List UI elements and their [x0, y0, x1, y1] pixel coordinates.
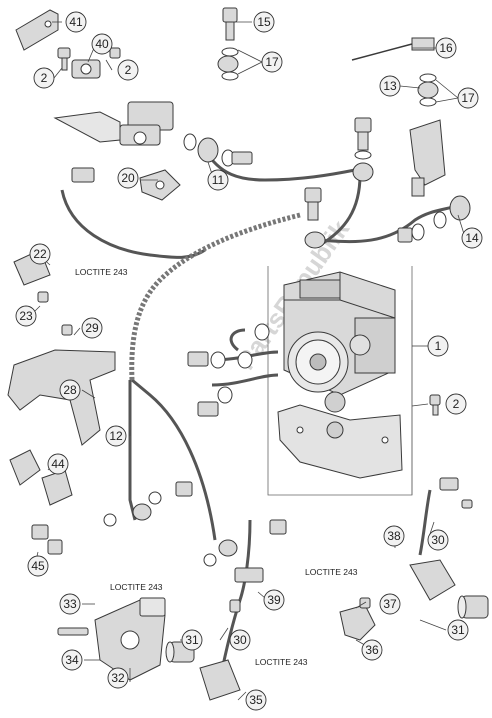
brake-hose-12 — [129, 212, 301, 381]
svg-text:31: 31 — [185, 633, 199, 647]
callout-35: 35 — [245, 689, 267, 711]
svg-text:17: 17 — [265, 55, 279, 69]
callout-31b: 31 — [181, 629, 203, 651]
svg-text:36: 36 — [365, 643, 379, 657]
callout-2c: 2 — [445, 393, 467, 415]
svg-text:11: 11 — [212, 173, 225, 187]
callout-41: 41 — [65, 11, 87, 33]
callout-15: 15 — [253, 11, 275, 33]
svg-text:33: 33 — [63, 597, 77, 611]
callout-29: 29 — [81, 317, 103, 339]
callout-13: 13 — [379, 75, 401, 97]
loctite-note-4: LOCTITE 243 — [255, 657, 308, 667]
callout-23: 23 — [15, 305, 37, 327]
callout-31a: 31 — [447, 619, 469, 641]
svg-text:12: 12 — [109, 429, 123, 443]
callout-45: 45 — [27, 555, 49, 577]
svg-text:44: 44 — [51, 457, 65, 471]
callout-12: 12 — [105, 425, 127, 447]
abs-hydraulic-unit — [283, 271, 396, 413]
callout-30a: 30 — [427, 529, 449, 551]
svg-text:39: 39 — [267, 593, 281, 607]
svg-text:40: 40 — [95, 37, 109, 51]
callout-17a: 17 — [261, 51, 283, 73]
svg-text:2: 2 — [453, 397, 460, 411]
svg-text:35: 35 — [249, 693, 263, 707]
brake-lines — [60, 149, 461, 681]
callout-14: 14 — [461, 227, 483, 249]
callout-20: 20 — [117, 167, 139, 189]
svg-text:15: 15 — [257, 15, 271, 29]
svg-text:30: 30 — [233, 633, 247, 647]
callout-36: 36 — [361, 639, 383, 661]
callout-38: 38 — [383, 525, 405, 547]
loctite-notes: LOCTITE 243 LOCTITE 243 LOCTITE 243 LOCT… — [75, 267, 358, 667]
loctite-note-2: LOCTITE 243 — [110, 582, 163, 592]
callout-40: 40 — [91, 33, 113, 55]
svg-text:38: 38 — [387, 529, 401, 543]
svg-text:31: 31 — [451, 623, 465, 637]
svg-text:14: 14 — [465, 231, 479, 245]
mounting-clamps — [15, 9, 101, 79]
svg-text:20: 20 — [121, 171, 135, 185]
callout-34: 34 — [61, 649, 83, 671]
callouts: 1 2 2 2 11 12 13 14 15 16 17 17 20 22 23… — [15, 11, 483, 711]
front-master-cylinder — [53, 101, 174, 146]
svg-text:17: 17 — [461, 91, 475, 105]
svg-text:41: 41 — [69, 15, 83, 29]
svg-text:2: 2 — [125, 63, 132, 77]
abs-unit-frame — [267, 266, 413, 496]
loctite-note-3: LOCTITE 243 — [305, 567, 358, 577]
svg-text:34: 34 — [65, 653, 79, 667]
svg-text:2: 2 — [41, 71, 48, 85]
fittings — [57, 7, 471, 567]
abs-mounting-bracket — [277, 404, 403, 479]
svg-text:13: 13 — [383, 79, 397, 93]
svg-text:23: 23 — [19, 309, 33, 323]
svg-text:22: 22 — [33, 247, 47, 261]
svg-text:32: 32 — [111, 671, 125, 685]
callout-33: 33 — [59, 593, 81, 615]
svg-text:16: 16 — [439, 41, 453, 55]
svg-text:30: 30 — [431, 533, 445, 547]
svg-text:1: 1 — [435, 339, 442, 353]
callout-30b: 30 — [229, 629, 251, 651]
svg-text:29: 29 — [85, 321, 99, 335]
callout-1: 1 — [427, 335, 449, 357]
callout-17b: 17 — [457, 87, 479, 109]
callout-39: 39 — [263, 589, 285, 611]
callout-28: 28 — [59, 379, 81, 401]
callout-22: 22 — [29, 243, 51, 265]
sensor-20 — [71, 167, 181, 201]
callout-16: 16 — [435, 37, 457, 59]
svg-text:45: 45 — [31, 559, 45, 573]
callout-2b: 2 — [117, 59, 139, 81]
callout-11: 11 — [207, 169, 229, 191]
left-brackets — [7, 249, 116, 555]
callout-2a: 2 — [33, 67, 55, 89]
svg-text:28: 28 — [63, 383, 77, 397]
callout-32: 32 — [107, 667, 129, 689]
svg-text:37: 37 — [383, 597, 397, 611]
callout-44: 44 — [47, 453, 69, 475]
callout-37: 37 — [379, 593, 401, 615]
loctite-note-1: LOCTITE 243 — [75, 267, 128, 277]
